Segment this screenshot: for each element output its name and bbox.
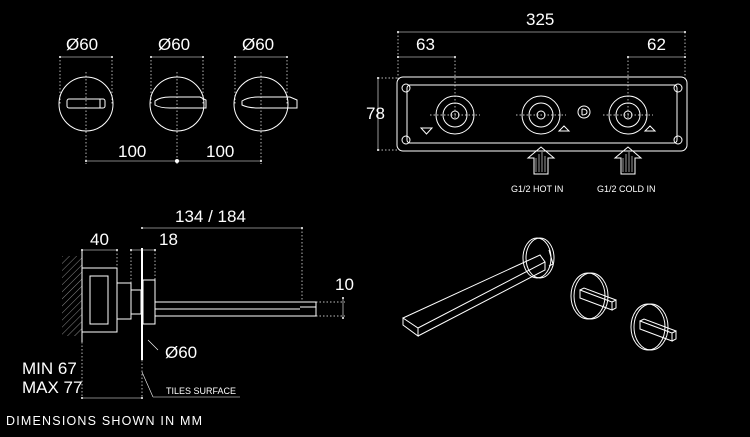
spout-height-label: 10 (335, 275, 354, 294)
hot-inlet-arrow (526, 146, 556, 175)
units-note: DIMENSIONS SHOWN IN MM (6, 414, 204, 428)
cold-inlet-arrow (613, 146, 643, 175)
hot-inlet-label: G1/2 HOT IN (511, 184, 563, 194)
diameter-label-1: Ø60 (66, 35, 98, 54)
projection-label: 134 / 184 (175, 207, 246, 226)
valve-left (430, 95, 480, 135)
side-view: 134 / 184 40 18 10 Ø60 MIN 67 MAX 77 TIL… (22, 207, 354, 399)
left-offset-label: 63 (416, 35, 435, 54)
valve-center (516, 95, 566, 135)
height-label: 78 (366, 104, 385, 123)
rosette-diameter-label: Ø60 (165, 343, 197, 362)
cold-inlet-label: G1/2 COLD IN (597, 184, 656, 194)
handle-2 (630, 303, 677, 351)
front-view: Ø60 Ø60 Ø60 100 100 (58, 35, 298, 164)
valve-right (603, 95, 653, 135)
tiles-surface-label: TILES SURFACE (166, 386, 236, 396)
rosette-3 (233, 56, 298, 164)
embedded-box-view: 325 63 62 78 (366, 10, 688, 194)
plate-label: 18 (159, 230, 178, 249)
overall-width-label: 325 (526, 10, 554, 29)
right-offset-label: 62 (647, 35, 666, 54)
handle-1 (570, 272, 617, 320)
rosette-2 (149, 56, 207, 164)
max-depth-label: MAX 77 (22, 378, 82, 397)
spacing-label-1: 100 (118, 142, 146, 161)
perspective-view (401, 237, 677, 351)
spacing-label-2: 100 (206, 142, 234, 161)
diverter-icon (577, 105, 591, 119)
min-depth-label: MIN 67 (22, 359, 77, 378)
diameter-label-2: Ø60 (158, 35, 190, 54)
diameter-label-3: Ø60 (242, 35, 274, 54)
rosette-1 (58, 56, 114, 164)
depth-label: 40 (90, 230, 109, 249)
